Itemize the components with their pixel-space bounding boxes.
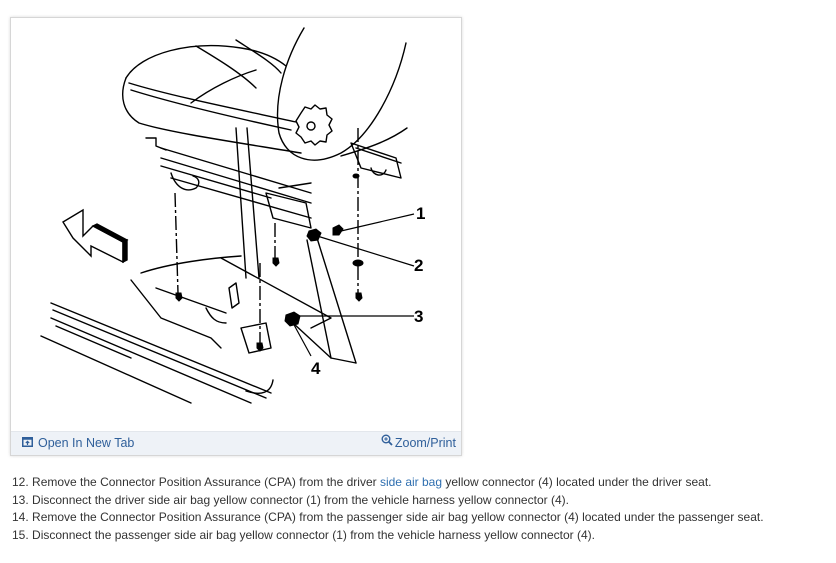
zoom-print-label: Zoom/Print xyxy=(394,436,456,450)
seat-airbag-connector-diagram: 1 2 3 4 xyxy=(40,27,425,404)
side-air-bag-link[interactable]: side air bag xyxy=(379,475,443,489)
step-number: 15. xyxy=(12,527,29,542)
step-text: Disconnect the passenger side air bag ye… xyxy=(32,527,595,542)
zoom-in-icon xyxy=(381,434,393,449)
step-number: 14. xyxy=(12,510,29,524)
callout-1: 1 xyxy=(416,204,425,223)
callout-2: 2 xyxy=(414,256,423,275)
step-15: 15. Disconnect the passenger side air ba… xyxy=(12,527,764,545)
zoom-print-link[interactable]: Zoom/Print xyxy=(381,434,456,450)
figure-action-bar: Open In New Tab Zoom/Print xyxy=(11,431,461,455)
callout-3: 3 xyxy=(414,307,423,326)
procedure-steps: 12. Remove the Connector Position Assura… xyxy=(12,474,764,544)
open-new-tab-icon xyxy=(22,436,33,450)
step-number: 13. xyxy=(12,492,29,507)
step-text: Remove the Connector Position Assurance … xyxy=(32,475,380,489)
callout-4: 4 xyxy=(311,359,321,378)
step-12: 12. Remove the Connector Position Assura… xyxy=(12,474,764,492)
step-text: Remove the Connector Position Assurance … xyxy=(32,510,764,524)
open-in-new-tab-label: Open In New Tab xyxy=(38,436,135,450)
open-in-new-tab-link[interactable]: Open In New Tab xyxy=(22,436,134,450)
step-13: 13. Disconnect the driver side air bag y… xyxy=(12,492,764,510)
figure-container: 1 2 3 4 Open In New Tab Zoom/Print xyxy=(10,17,462,456)
step-14: 14. Remove the Connector Position Assura… xyxy=(12,509,764,527)
step-number: 12. xyxy=(12,475,29,489)
step-text: yellow connector (4) located under the d… xyxy=(442,475,712,489)
step-text: Disconnect the driver side air bag yello… xyxy=(32,492,569,507)
